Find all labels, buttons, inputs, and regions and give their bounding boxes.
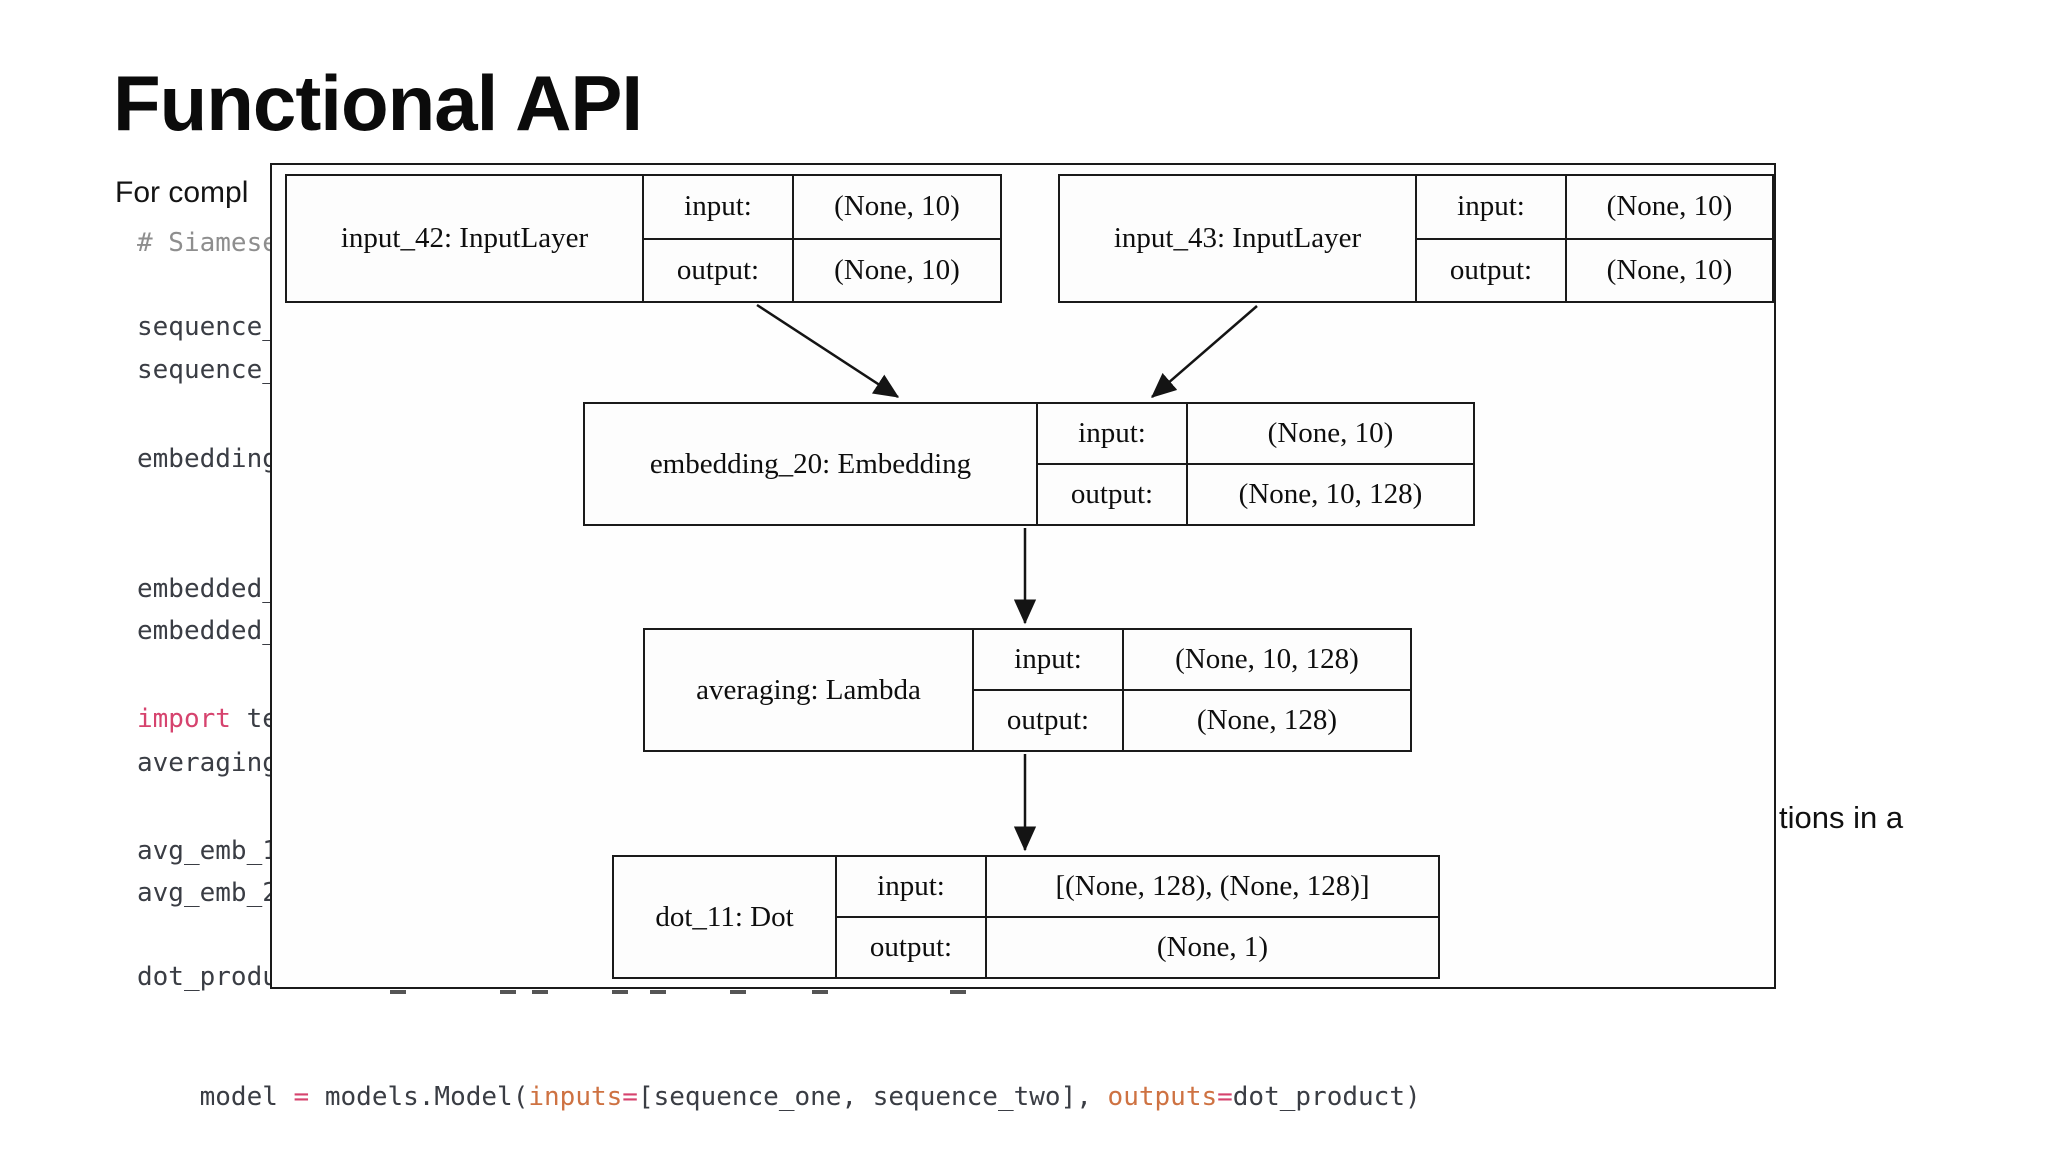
- code-text: # Siamese: [137, 228, 278, 258]
- code-text: models.Model(: [309, 1082, 529, 1112]
- layer-node-averaging: averaging: Lambda input: (None, 10, 128)…: [643, 628, 1412, 752]
- code-operator: =: [293, 1082, 310, 1112]
- table-row: input: [(None, 128), (None, 128)]: [837, 857, 1438, 916]
- table-row: output: (None, 10): [644, 237, 1000, 301]
- edge-input42-embedding: [756, 303, 900, 399]
- code-text: sequence_: [137, 355, 278, 385]
- shape-label: input:: [1038, 404, 1188, 463]
- code-line: avg_emb_1: [137, 836, 278, 866]
- shape-value: (None, 10): [834, 253, 960, 286]
- code-line: dot_produ: [137, 962, 278, 992]
- code-text: averaging: [137, 748, 278, 778]
- table-row: input: (None, 10): [1417, 176, 1772, 238]
- code-param: inputs: [528, 1082, 623, 1112]
- code-line-model: model = models.Model(inputs=[sequence_on…: [137, 1052, 1421, 1142]
- table-row: output: (None, 1): [837, 916, 1438, 977]
- table-row: output: (None, 128): [974, 689, 1410, 750]
- code-text: avg_emb_1: [137, 836, 278, 866]
- shape-value: (None, 10): [1606, 253, 1733, 286]
- shape-value: [(None, 128), (None, 128)]: [1055, 870, 1370, 902]
- shape-label: output:: [974, 691, 1124, 750]
- page-title: Functional API: [113, 59, 643, 147]
- layer-node-input-43: input_43: InputLayer input: (None, 10) o…: [1058, 174, 1774, 303]
- code-text: dot_produ: [137, 962, 278, 992]
- model-diagram: input_42: InputLayer input: (None, 10) o…: [270, 163, 1776, 989]
- shape-value: (None, 10): [1606, 190, 1733, 223]
- layer-shape-table: input: (None, 10) output: (None, 10): [1417, 176, 1772, 301]
- shape-label: output:: [837, 918, 987, 977]
- layer-shape-table: input: (None, 10) output: (None, 10, 128…: [1038, 404, 1473, 524]
- layer-node-input-42: input_42: InputLayer input: (None, 10) o…: [285, 174, 1002, 303]
- subtitle-fragment: For compl: [115, 176, 249, 209]
- shape-label: output:: [1417, 239, 1567, 301]
- code-line-comment: # Siamese: [137, 228, 278, 258]
- glyph-fragment: [812, 990, 828, 994]
- shape-label: input:: [644, 176, 794, 238]
- shape-label: input:: [1417, 176, 1567, 238]
- code-text: embedded_: [137, 616, 278, 646]
- table-row: input: (None, 10): [644, 176, 1000, 238]
- layer-name: input_42: InputLayer: [287, 176, 644, 301]
- shape-label: input:: [837, 857, 987, 916]
- code-line: sequence_: [137, 312, 278, 342]
- edge-input43-embedding: [1151, 305, 1258, 398]
- code-text: avg_emb_2: [137, 878, 278, 908]
- code-text: sequence_: [137, 312, 278, 342]
- code-text: dot_product): [1232, 1082, 1421, 1112]
- code-line: embedding: [137, 444, 278, 474]
- shape-value: (None, 10, 128): [1238, 478, 1423, 510]
- glyph-fragment: [650, 990, 666, 994]
- glyph-fragment: [950, 990, 966, 994]
- shape-value: (None, 128): [1196, 704, 1338, 736]
- layer-name: input_43: InputLayer: [1060, 176, 1417, 301]
- layer-name: embedding_20: Embedding: [585, 404, 1038, 524]
- code-operator: =: [622, 1082, 638, 1112]
- layer-name: dot_11: Dot: [614, 857, 837, 977]
- shape-value: (None, 10): [834, 190, 960, 223]
- glyph-fragment: [532, 990, 548, 994]
- code-line-import: import te: [137, 704, 278, 734]
- code-line: sequence_: [137, 355, 278, 385]
- table-row: input: (None, 10): [1038, 404, 1473, 463]
- shape-value: (None, 1): [1156, 931, 1269, 963]
- right-text-fragment: tions in a: [1779, 800, 1904, 835]
- table-row: output: (None, 10): [1417, 237, 1772, 301]
- code-line: averaging: [137, 748, 278, 778]
- code-text: embedded_: [137, 574, 278, 604]
- layer-shape-table: input: (None, 10, 128) output: (None, 12…: [974, 630, 1410, 750]
- code-keyword: import: [137, 704, 231, 734]
- code-text: embedding: [137, 444, 278, 474]
- shape-label: output:: [1038, 465, 1188, 524]
- code-text: model: [199, 1082, 294, 1112]
- table-row: input: (None, 10, 128): [974, 630, 1410, 689]
- table-row: output: (None, 10, 128): [1038, 463, 1473, 524]
- glyph-fragment: [390, 990, 406, 994]
- shape-value: (None, 10): [1267, 417, 1394, 449]
- shape-label: input:: [974, 630, 1124, 689]
- layer-name: averaging: Lambda: [645, 630, 974, 750]
- diagram-edges: [756, 303, 1258, 852]
- layer-node-dot-11: dot_11: Dot input: [(None, 128), (None, …: [612, 855, 1440, 979]
- glyph-fragment: [500, 990, 516, 994]
- code-text: [sequence_one, sequence_two],: [637, 1082, 1108, 1112]
- layer-node-embedding-20: embedding_20: Embedding input: (None, 10…: [583, 402, 1475, 526]
- shape-value: (None, 10, 128): [1175, 643, 1359, 675]
- code-operator: =: [1217, 1082, 1233, 1112]
- code-param: outputs: [1107, 1082, 1218, 1112]
- glyph-fragment: [730, 990, 746, 994]
- layer-shape-table: input: [(None, 128), (None, 128)] output…: [837, 857, 1438, 977]
- code-line: embedded_: [137, 616, 278, 646]
- glyph-fragment: [612, 990, 628, 994]
- code-line: avg_emb_2: [137, 878, 278, 908]
- shape-label: output:: [644, 239, 794, 301]
- layer-shape-table: input: (None, 10) output: (None, 10): [644, 176, 1000, 301]
- code-line: embedded_: [137, 574, 278, 604]
